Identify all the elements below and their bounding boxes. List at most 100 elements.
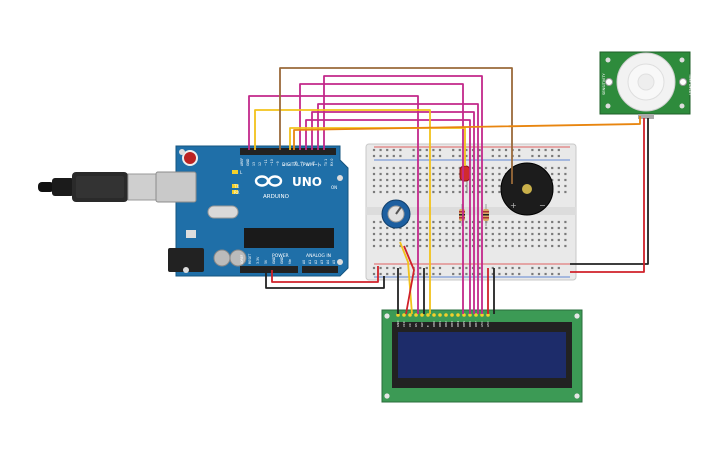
lcd-pin (414, 313, 418, 317)
lcd-pin (408, 313, 412, 317)
wire-magenta (299, 83, 464, 314)
led-label-l: L (240, 170, 243, 175)
wire-red (271, 266, 379, 283)
digital-pin-label: RX 0 (330, 159, 334, 166)
usb-cable (38, 172, 161, 202)
crystal (207, 205, 239, 219)
lcd-pin (438, 313, 442, 317)
analog-pin-label: A2 (314, 260, 318, 264)
digital-pin-label: ~6 (294, 161, 298, 166)
lcd-pin-label: V0 (408, 323, 412, 327)
lcd-pin (432, 313, 436, 317)
power-pin-label: IOREF (240, 254, 244, 264)
arduino-model: UNO (292, 175, 322, 189)
digital-pin-label: TX 1 (324, 159, 328, 167)
wire-yellow (399, 241, 413, 315)
arduino-logo (254, 175, 283, 187)
arduino-uno-board: ARDUINO UNO DIGITAL (PWM~) POWER ANALOG … (155, 145, 349, 277)
on-label: ON (331, 185, 337, 190)
lcd-pin-label: DB6 (468, 321, 472, 327)
digital-pin-label: 4 (306, 164, 310, 166)
lcd-pin-label: DB4 (456, 321, 460, 327)
wire-magenta (311, 111, 475, 314)
lcd-pin (474, 313, 478, 317)
atmega-chip (244, 228, 334, 248)
resistor (483, 204, 489, 226)
lcd-pin-label: DB7 (474, 321, 478, 327)
lcd-pin-label: DB1 (438, 321, 442, 327)
lcd-pin-label: DB2 (444, 321, 448, 327)
svg-text:−: − (539, 201, 546, 210)
wire-magenta (323, 75, 483, 314)
wire-magenta (317, 103, 479, 314)
analog-pin-label: A3 (320, 260, 324, 264)
digital-pin-label: ~9 (276, 161, 280, 166)
lcd-pin (420, 313, 424, 317)
analog-pin-label: A4 (326, 260, 330, 264)
analog-pin-label: A1 (308, 260, 312, 264)
wire-magenta (305, 119, 471, 314)
potentiometer[interactable] (381, 199, 411, 229)
lcd-pin-label: LED (480, 322, 484, 327)
digital-pin-label: ~5 (300, 161, 304, 166)
digital-pin-label: ~10 (270, 159, 274, 166)
wires (248, 67, 649, 315)
lcd-pin-label: DB3 (450, 321, 454, 327)
pir-motion-sensor: SENSITIVITY TIME DELAY (599, 51, 692, 119)
pir-sensitivity-label: SENSITIVITY (602, 72, 606, 95)
lcd-pin-label: RS (414, 323, 418, 327)
analog-pin-label: A0 (302, 260, 306, 264)
led-label-rx: RX (234, 190, 240, 195)
lcd-pin (486, 313, 490, 317)
wire-orange (293, 116, 641, 150)
arduino-brand: ARDUINO (263, 194, 290, 200)
piezo-buzzer: + − (500, 162, 554, 216)
analog-pin-label: A5 (332, 260, 336, 264)
digital-pin-label: AREF (240, 158, 244, 166)
digital-pin-label: 12 (258, 162, 262, 166)
wire-red (570, 118, 645, 273)
digital-pin-label: 8 (282, 164, 286, 166)
power-pin-label: 5V (264, 259, 268, 264)
lcd-pin (396, 313, 400, 317)
power-pin-label: GND (280, 256, 284, 264)
digital-header-label: DIGITAL (PWM~) (282, 162, 320, 168)
power-pin-label: Vin (288, 259, 292, 264)
lcd-pin (468, 313, 472, 317)
wire-yellow (254, 109, 431, 314)
wire-black (570, 118, 649, 265)
digital-pin-label: 13 (252, 162, 256, 166)
reset-button[interactable] (182, 150, 198, 166)
power-jack (168, 248, 204, 272)
digital-pin-label: 7 (288, 164, 292, 166)
power-header (240, 266, 298, 273)
digital-pin-label: GND (246, 158, 250, 166)
lcd-pin (450, 313, 454, 317)
analog-header (302, 266, 338, 273)
power-pin-label: GND (272, 256, 276, 264)
lcd-pin-label: E (426, 325, 430, 327)
wire-magenta (248, 95, 419, 314)
wire-red (403, 245, 415, 315)
analog-header-label: ANALOG IN (306, 253, 331, 259)
lcd-pin (456, 313, 460, 317)
digital-pin-label: ~11 (264, 159, 268, 166)
svg-text:+: + (510, 201, 517, 210)
power-header-label: POWER (272, 253, 289, 259)
lcd-pin-label: VCC (402, 321, 406, 327)
capacitor (213, 249, 231, 267)
lcd-pin-label: RW (420, 322, 424, 327)
usb-port (155, 171, 197, 203)
digital-header (240, 148, 336, 155)
power-pin-label: 3.3V (256, 256, 260, 264)
digital-pin-label: 2 (318, 164, 322, 166)
led-label-tx: TX (233, 184, 239, 189)
lcd-pin-label: DB0 (432, 321, 436, 327)
lcd-pin (444, 313, 448, 317)
lcd-pin (462, 313, 466, 317)
